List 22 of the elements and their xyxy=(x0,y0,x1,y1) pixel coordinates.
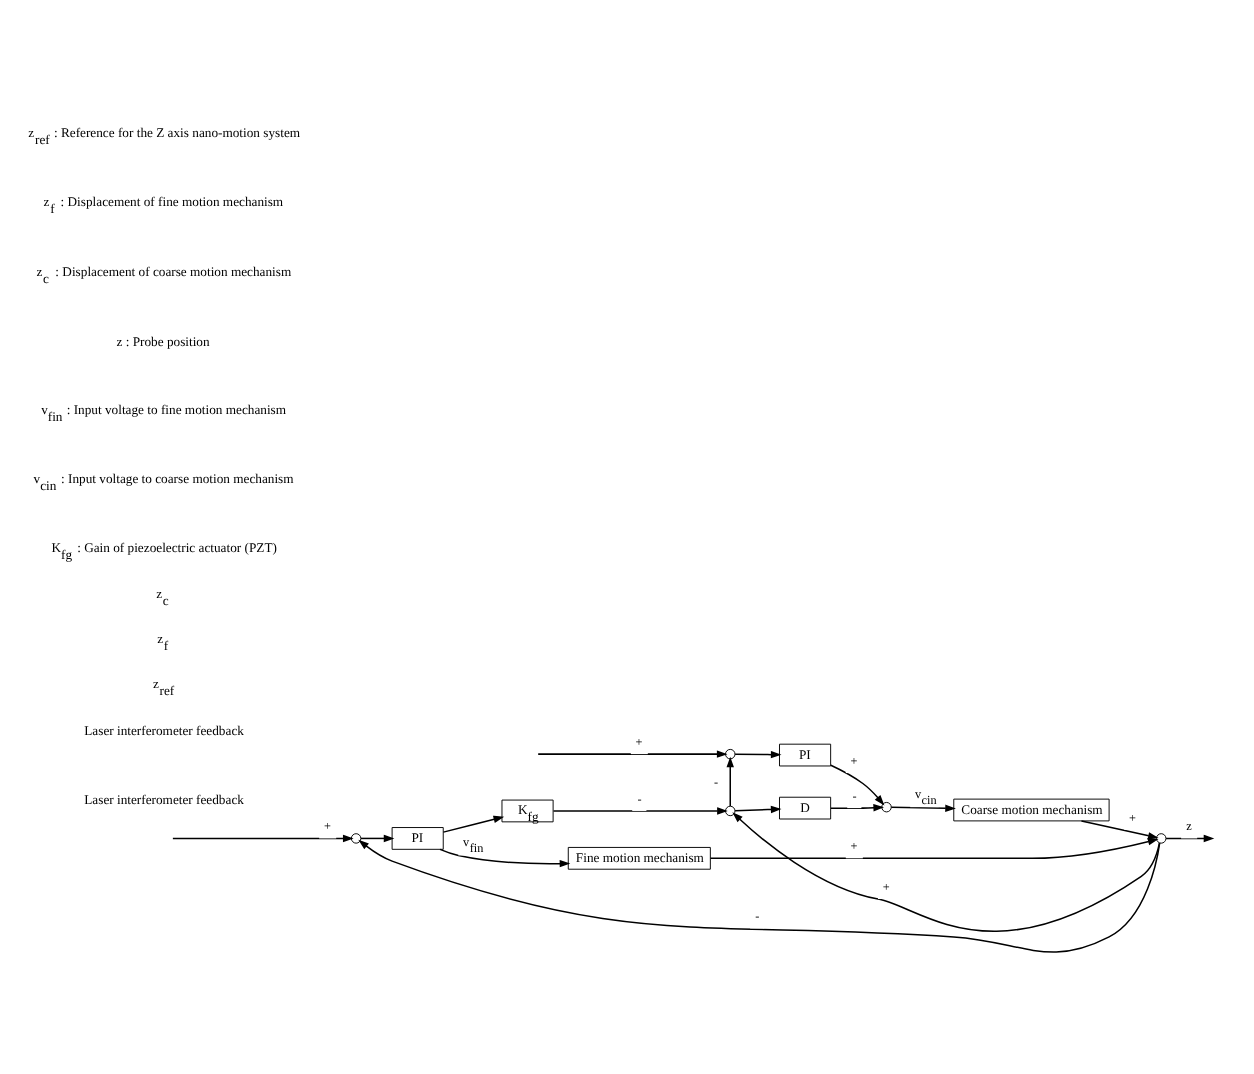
arrow xyxy=(830,803,884,811)
arrow xyxy=(734,804,782,813)
arrow xyxy=(1080,819,1159,839)
arrow xyxy=(726,755,734,806)
arrow xyxy=(537,749,728,757)
node-circle xyxy=(725,747,736,759)
node-circle xyxy=(1156,832,1167,843)
node-circle xyxy=(725,804,736,816)
arrow xyxy=(734,749,782,758)
node-circle xyxy=(881,800,892,812)
arrow xyxy=(172,833,354,842)
arrow xyxy=(552,806,728,814)
arrow xyxy=(1165,833,1215,842)
arrow xyxy=(830,763,885,805)
arrow xyxy=(442,814,505,832)
arrow xyxy=(732,811,1161,932)
arrow xyxy=(890,803,956,812)
arrow xyxy=(709,836,1159,859)
arrow xyxy=(358,838,1161,952)
arrow xyxy=(439,847,571,867)
arrow xyxy=(360,833,395,842)
node-circle xyxy=(350,832,362,843)
